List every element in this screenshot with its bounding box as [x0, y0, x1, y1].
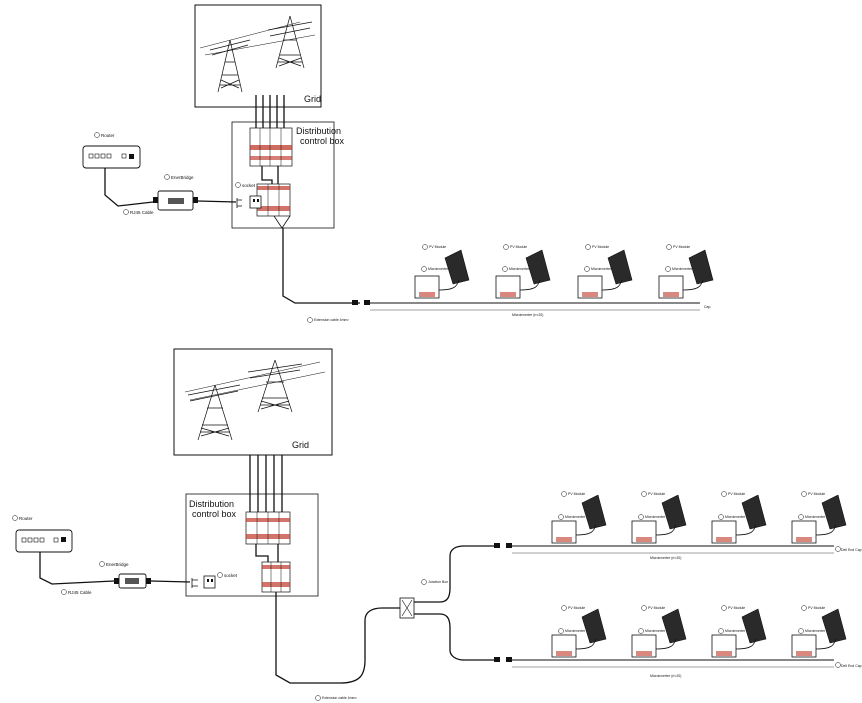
top-rj45-label: RJ45 Cable: [130, 210, 154, 215]
top-grid-label: Grid: [304, 94, 321, 104]
top-distribution-box: Distribution control box: [231, 121, 345, 229]
top-extension-cable: [282, 228, 360, 304]
top-module-unit-3: PV Module Microinverter: [577, 244, 633, 299]
bottom-junction-box-icon: [399, 597, 415, 619]
top-pv-label-2: PV Module: [510, 245, 527, 249]
bottom-extension-cable: [275, 592, 400, 684]
top-transmission-tower-left: [209, 39, 251, 93]
top-enerbridge-icon: [153, 190, 198, 211]
bottom-breaker-lower: [261, 561, 291, 593]
bottom-row1-mi-label-2: Microinverter: [645, 515, 666, 519]
bottom-grid-wires: [249, 455, 283, 512]
bottom-row2-pv-label-4: PV Module: [808, 606, 825, 610]
bottom-bridge-label: EnerBridge: [106, 562, 129, 567]
top-extension-label: Extension cable 4mm²: [314, 318, 349, 322]
bottom-row1-endcap: Dell End Cap: [841, 548, 862, 552]
top-mi-label-1: Microinverter: [428, 267, 449, 271]
bottom-row2-module-unit-1: PV Module Microinverter: [551, 605, 607, 658]
bottom-row2-connector: [494, 657, 512, 662]
top-socket-label: socket: [242, 183, 256, 188]
top-box-title-line2: control box: [300, 136, 345, 146]
bottom-row2-mi-label-1: Microinverter: [565, 629, 586, 633]
top-plug-icon: [236, 198, 242, 208]
top-cap-label: Cap: [704, 305, 710, 309]
bottom-socket-label: socket: [224, 573, 238, 578]
top-breaker-upper: [249, 127, 293, 167]
bottom-box-title-line2: control box: [192, 509, 237, 519]
bottom-box-title-line1: Distribution: [189, 499, 234, 509]
bottom-row1-pv-label-2: PV Module: [648, 492, 665, 496]
bottom-row1-mi-label-3: Microinverter: [725, 515, 746, 519]
top-box-title-line1: Distribution: [296, 126, 341, 136]
bottom-row2-mi-label-4: Microinverter: [805, 629, 826, 633]
bottom-junction-label: Junction Box: [428, 580, 448, 584]
bottom-router-icon: [15, 529, 73, 553]
bottom-distribution-box: Distribution control box: [185, 493, 319, 597]
bottom-enerbridge-icon: [114, 573, 151, 589]
bottom-transmission-tower-right: [247, 359, 303, 413]
bottom-row1-pv-label-3: PV Module: [728, 492, 745, 496]
top-pv-label-4: PV Module: [673, 245, 690, 249]
bottom-row1-count: Microinverter (n<20): [650, 556, 681, 560]
bottom-row1-connector: [494, 543, 512, 548]
top-breaker-lower: [256, 183, 291, 217]
top-rj45-cable: [104, 168, 154, 207]
top-mi-label-3: Microinverter: [591, 267, 612, 271]
top-module-unit-4: PV Module Microinverter: [658, 244, 714, 299]
top-socket-icon: [249, 195, 262, 209]
bottom-row2-module-unit-3: PV Module Microinverter: [711, 605, 767, 658]
bottom-plug-icon: [191, 578, 198, 588]
bottom-grid-label: Grid: [292, 440, 309, 450]
top-module-unit-2: PV Module Microinverter: [495, 244, 551, 299]
bottom-row1-module-unit-1: PV Module Microinverter: [551, 491, 607, 544]
bottom-row2-module-unit-2: PV Module Microinverter: [631, 605, 687, 658]
bottom-row2-module-unit-4: PV Module Microinverter: [791, 605, 847, 658]
bottom-extension-label: Extension cable 4mm²: [322, 696, 357, 700]
bottom-row2-pv-label-2: PV Module: [648, 606, 665, 610]
bottom-system-diagram: Grid Distribution control box: [12, 348, 862, 701]
bottom-row2-count: Microinverter (n<20): [650, 674, 681, 678]
top-microinverter-count: Microinverter (n<20): [512, 313, 543, 317]
bottom-row2-endcap: Dell End Cap: [841, 664, 862, 668]
bottom-row1-mi-label-1: Microinverter: [565, 515, 586, 519]
bottom-row2-mi-label-2: Microinverter: [645, 629, 666, 633]
bottom-row1-module-unit-3: PV Module Microinverter: [711, 491, 767, 544]
bottom-row1-pv-label-4: PV Module: [808, 492, 825, 496]
top-router-icon: [82, 145, 141, 169]
bottom-rj45-cable: [39, 552, 115, 585]
bottom-rj45-label: RJ45 Cable: [68, 590, 92, 595]
top-system-diagram: Grid Distribution control box: [82, 4, 714, 323]
bottom-row1-pv-label-1: PV Module: [568, 492, 585, 496]
bottom-breaker-upper: [245, 511, 291, 545]
bottom-router-label: Router: [19, 516, 33, 521]
bottom-row2-pv-label-1: PV Module: [568, 606, 585, 610]
top-module-unit-1: PV Module Microinverter: [414, 244, 470, 299]
bottom-transmission-tower-left: [187, 384, 241, 441]
bottom-row1-module-unit-4: PV Module Microinverter: [791, 491, 847, 544]
top-grid-box: Grid: [194, 4, 322, 108]
bottom-grid-box: Grid: [173, 348, 333, 456]
top-mi-label-4: Microinverter: [672, 267, 693, 271]
top-router-label: Router: [101, 133, 115, 138]
top-transmission-tower-right: [267, 15, 313, 69]
top-mi-label-2: Microinverter: [509, 267, 530, 271]
top-pv-label-3: PV Module: [592, 245, 609, 249]
bottom-row2-mi-label-3: Microinverter: [725, 629, 746, 633]
top-pv-label-1: PV Module: [429, 245, 446, 249]
top-bridge-label: EnerBridge: [171, 175, 194, 180]
bottom-row1-module-unit-2: PV Module Microinverter: [631, 491, 687, 544]
bottom-row2-pv-label-3: PV Module: [728, 606, 745, 610]
bottom-row1-mi-label-4: Microinverter: [805, 515, 826, 519]
top-connector: [352, 300, 370, 305]
bottom-socket-icon: [203, 575, 216, 589]
top-grid-wires: [255, 95, 285, 132]
